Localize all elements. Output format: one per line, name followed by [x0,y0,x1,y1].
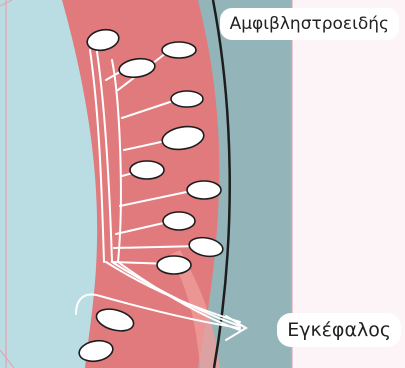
retina-cell [162,42,196,58]
retina-cell [157,256,191,274]
retina-cell [130,161,164,179]
retina-cell [163,212,195,230]
retina-cell [187,181,221,199]
retina-cell [171,91,203,107]
retina-label: Αμφιβληστροειδής [220,8,399,40]
brain-label: Εγκέφαλος [277,313,401,347]
